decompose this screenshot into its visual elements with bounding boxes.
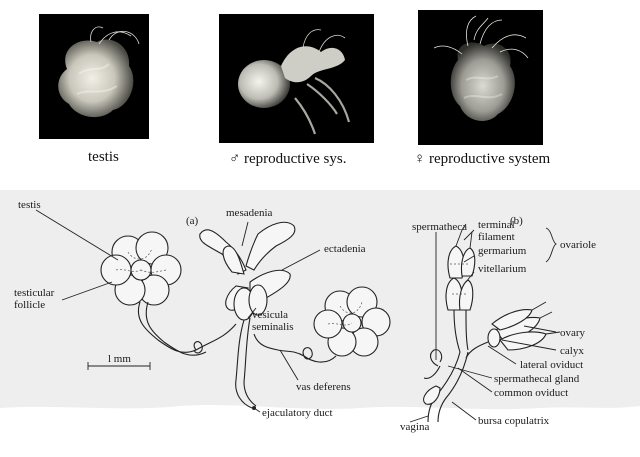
label-vagina: vagina: [400, 421, 429, 433]
panel-a-label: (a): [186, 215, 199, 227]
female-reproductive-photo: [418, 10, 543, 145]
male-system-caption: ♂ reproductive sys.: [229, 150, 346, 168]
label-mesadenia: mesadenia: [226, 207, 273, 219]
label-seminalis: seminalis: [252, 321, 294, 333]
label-testicular: testicular: [14, 287, 55, 299]
label-filament: filament: [478, 231, 515, 243]
label-follicle: follicle: [14, 299, 45, 311]
label-spermathecal-gland: spermathecal gland: [494, 373, 580, 385]
label-calyx: calyx: [560, 345, 584, 357]
reproductive-anatomy-diagram: (a) (b) testis testicular follicle mesad…: [0, 190, 640, 457]
label-ovariole: ovariole: [560, 239, 596, 251]
testis-photo: [39, 14, 149, 139]
left-testis-drawing: [101, 232, 181, 305]
upper-ovarioles-drawing: [446, 224, 475, 310]
label-ovary: ovary: [560, 327, 586, 339]
label-spermatheca: spermatheca: [412, 221, 467, 233]
label-lateral-oviduct: lateral oviduct: [520, 359, 583, 371]
male-reproductive-photo: [219, 14, 374, 143]
scale-bar-label: l mm: [108, 353, 131, 365]
testis-caption: testis: [88, 148, 119, 166]
right-testis-drawing: [314, 287, 390, 356]
label-vas-deferens: vas deferens: [296, 381, 351, 393]
label-ejaculatory-duct: ejaculatory duct: [262, 407, 333, 419]
label-ectadenia: ectadenia: [324, 243, 366, 255]
label-vitellarium: vitellarium: [478, 263, 527, 275]
label-vesicula: vesicula: [252, 309, 288, 321]
label-testis: testis: [18, 199, 41, 211]
label-germarium: germarium: [478, 245, 527, 257]
label-terminal: terminal: [478, 219, 515, 231]
label-bursa-copulatrix: bursa copulatrix: [478, 415, 550, 427]
female-system-caption: ♀ reproductive system: [414, 150, 550, 168]
label-common-oviduct: common oviduct: [494, 387, 568, 399]
